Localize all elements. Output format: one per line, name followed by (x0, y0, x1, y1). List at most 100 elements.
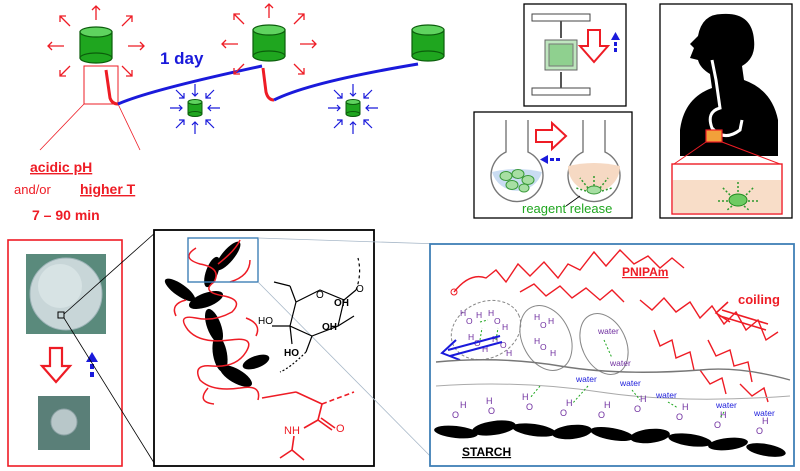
coiling-arrow-icon (714, 301, 769, 331)
interface-surface (435, 359, 791, 381)
svg-text:O: O (598, 410, 605, 420)
expulsion-arrow-icon (440, 335, 503, 361)
time-range-label: 7 – 90 min (32, 207, 100, 223)
starch-surface (434, 420, 786, 457)
swelling-timeline: 1 day (14, 3, 445, 223)
heat-arrow-icon (535, 120, 568, 152)
svg-text:H: H (640, 394, 647, 404)
zoom-source-box (187, 237, 259, 283)
glucose-ring (272, 257, 361, 373)
coiling-label: coiling (738, 292, 780, 307)
svg-text:O: O (714, 420, 721, 430)
flask-panel: reagent release (473, 111, 633, 219)
rate-zoom-box (83, 65, 119, 105)
human-silhouette-icon (680, 13, 778, 156)
svg-text:water: water (619, 378, 641, 388)
cool-arrow-icon (540, 155, 560, 164)
svg-text:H: H (482, 344, 488, 354)
svg-text:water: water (655, 390, 677, 400)
inward-arrows-2 (328, 84, 378, 134)
svg-text:H: H (468, 332, 474, 342)
ring-oh-right: OH (334, 298, 349, 309)
svg-text:H: H (522, 392, 529, 402)
fast-shrink-line-1 (104, 69, 119, 106)
svg-text:H: H (550, 348, 556, 358)
press-plate-bottom (531, 87, 591, 96)
svg-text:H: H (604, 400, 611, 410)
svg-text:H: H (762, 416, 769, 426)
svg-text:H: H (534, 312, 540, 322)
nipam-unit (261, 391, 355, 461)
condition-joiner: and/or (14, 182, 52, 197)
svg-text:H: H (534, 336, 540, 346)
photo-panel (7, 231, 157, 467)
svg-text:water: water (753, 408, 775, 418)
water-label-2: water (609, 358, 631, 368)
water-cluster-3 (579, 313, 629, 375)
svg-text:O: O (526, 402, 533, 412)
flask-left (490, 120, 544, 203)
svg-text:H: H (566, 398, 573, 408)
outward-arrows-1 (47, 5, 145, 77)
starch-label: STARCH (462, 445, 511, 459)
svg-text:O: O (494, 316, 501, 326)
svg-text:H: H (492, 334, 498, 344)
press-plate-top (531, 13, 591, 22)
recover-arrow-icon (611, 32, 620, 52)
inward-arrows-1 (170, 84, 220, 134)
svg-text:O: O (540, 320, 547, 330)
svg-text:water: water (575, 374, 597, 384)
svg-text:O: O (540, 342, 547, 352)
compression-panel (523, 3, 627, 107)
svg-text:O: O (488, 406, 495, 416)
condition-ph-label: acidic pH (30, 159, 92, 175)
svg-text:H: H (506, 348, 512, 358)
svg-text:H: H (476, 310, 482, 320)
shrunken-cylinder-1 (187, 99, 203, 117)
svg-text:O: O (500, 340, 507, 350)
outward-arrows-2 (221, 3, 317, 75)
svg-text:O: O (676, 412, 683, 422)
reswell-arrow-icon (86, 352, 98, 377)
pnipam-chains (453, 248, 779, 403)
water-cluster-1 (450, 299, 522, 361)
shrink-arrow-icon (39, 346, 73, 384)
svg-text:O: O (466, 316, 473, 326)
ring-oxygen-label: O (316, 290, 324, 301)
svg-text:O: O (452, 410, 459, 420)
svg-text:H: H (682, 402, 689, 412)
carbonyl-o-label: O (336, 423, 345, 435)
swollen-cylinder-2 (252, 24, 286, 62)
swollen-cylinder-1 (79, 26, 113, 64)
compress-arrow-icon (577, 29, 611, 64)
water-label-1: water (597, 326, 619, 336)
svg-text:H: H (460, 308, 466, 318)
swollen-cylinder-3 (411, 24, 445, 62)
digestive-tract (708, 59, 744, 137)
link-oxygen-label: O (356, 284, 364, 295)
shrunken-cylinder-2 (345, 99, 361, 117)
surface-hydroxyls: HO OH OH OH OH OH OH OH OH (452, 392, 769, 436)
body-panel (659, 3, 793, 219)
bound-water: water water water water water (575, 374, 775, 418)
slow-swell-curve-2 (273, 62, 419, 102)
svg-text:H: H (486, 396, 493, 406)
ring-oh-bottom: OH (322, 322, 337, 333)
flask-right (567, 120, 621, 203)
svg-text:O: O (560, 408, 567, 418)
svg-text:H: H (548, 316, 554, 326)
release-burst-icon (718, 182, 758, 212)
molecular-panel: O OH HO OH HO O NH O (153, 229, 441, 467)
svg-text:H: H (720, 410, 727, 420)
starch-chain (164, 241, 270, 387)
duration-label: 1 day (160, 49, 204, 68)
svg-text:H: H (488, 308, 494, 318)
water-cluster-2 (519, 305, 573, 371)
slow-swell-curve-1 (117, 64, 263, 106)
svg-text:H: H (460, 400, 467, 410)
svg-text:O: O (756, 426, 763, 436)
condition-temp-label: higher T (80, 181, 136, 197)
